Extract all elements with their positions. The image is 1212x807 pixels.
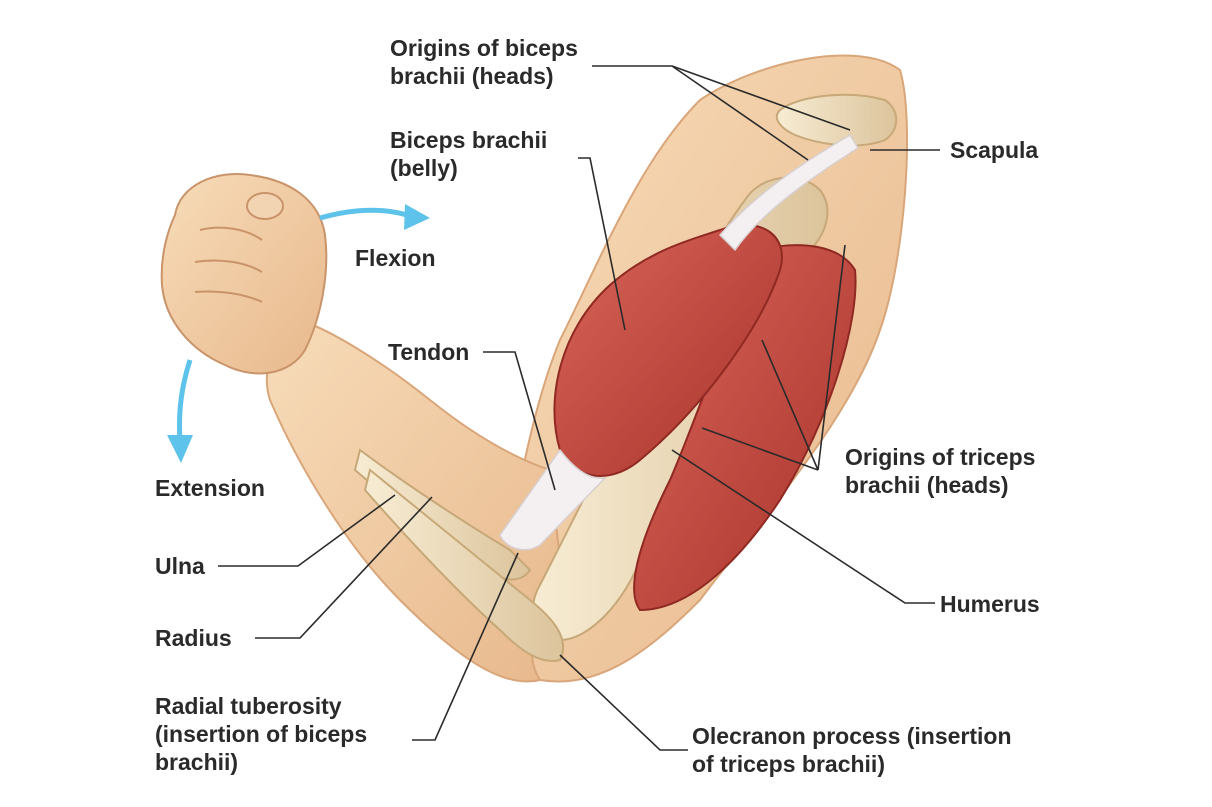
label-origins-biceps-line1: Origins of biceps [390, 35, 578, 61]
leader-ulna [218, 494, 396, 567]
extension-arrow [177, 359, 193, 441]
label-origins-biceps-line2: brachii (heads) [390, 63, 554, 89]
extension-arrowhead [167, 435, 193, 463]
label-biceps-belly-line1: Biceps brachii [390, 127, 548, 153]
leader-tendon [483, 351, 556, 491]
label-origins-triceps-line2: brachii (heads) [845, 472, 1009, 498]
biceps-muscle [553, 224, 783, 477]
leader-origins-triceps-2 [761, 339, 819, 471]
label-radial-tuberosity-line1: Radial tuberosity [155, 693, 342, 719]
label-radial-tuberosity-line3: brachii) [155, 749, 239, 775]
label-radial-tuberosity: Radial tuberosity (insertion of biceps b… [155, 692, 367, 776]
leader-olecranon [559, 654, 688, 751]
biceps-distal-tendon [499, 448, 608, 551]
label-olecranon-line2: of triceps brachii) [692, 751, 885, 777]
label-origins-triceps: Origins of triceps brachii (heads) [845, 443, 1035, 499]
biceps-proximal-tendon [718, 133, 860, 252]
label-flexion: Flexion [355, 245, 436, 271]
flexion-arrow [319, 207, 411, 221]
scapula-bone [775, 93, 898, 147]
leader-origins-triceps-3 [701, 427, 819, 471]
label-olecranon: Olecranon process (insertion of triceps … [692, 722, 1012, 778]
label-scapula: Scapula [950, 137, 1039, 163]
leader-radial-tuberosity [412, 552, 519, 741]
leader-lines [218, 65, 940, 751]
label-humerus: Humerus [940, 591, 1040, 617]
label-origins-triceps-line1: Origins of triceps [845, 444, 1036, 470]
label-extension: Extension [155, 475, 265, 501]
label-biceps-belly: Biceps brachii (belly) [390, 126, 547, 182]
fist [160, 173, 328, 375]
leader-origins-biceps-2 [671, 65, 851, 131]
label-olecranon-line1: Olecranon process (insertion [692, 723, 1012, 749]
leader-origins-triceps-1 [817, 244, 846, 471]
label-ulna: Ulna [155, 553, 205, 579]
label-biceps-belly-line2: (belly) [390, 155, 458, 181]
leader-humerus [671, 449, 935, 604]
label-tendon: Tendon [388, 339, 470, 365]
label-radial-tuberosity-line2: (insertion of biceps [155, 721, 368, 747]
triceps-muscle [633, 244, 857, 612]
leader-radius [255, 496, 433, 639]
label-radius: Radius [155, 625, 232, 651]
ulna-bone [363, 468, 565, 662]
leader-biceps-belly [578, 157, 626, 331]
flexion-arrowhead [404, 204, 430, 230]
label-origins-biceps: Origins of biceps brachii (heads) [390, 34, 578, 90]
